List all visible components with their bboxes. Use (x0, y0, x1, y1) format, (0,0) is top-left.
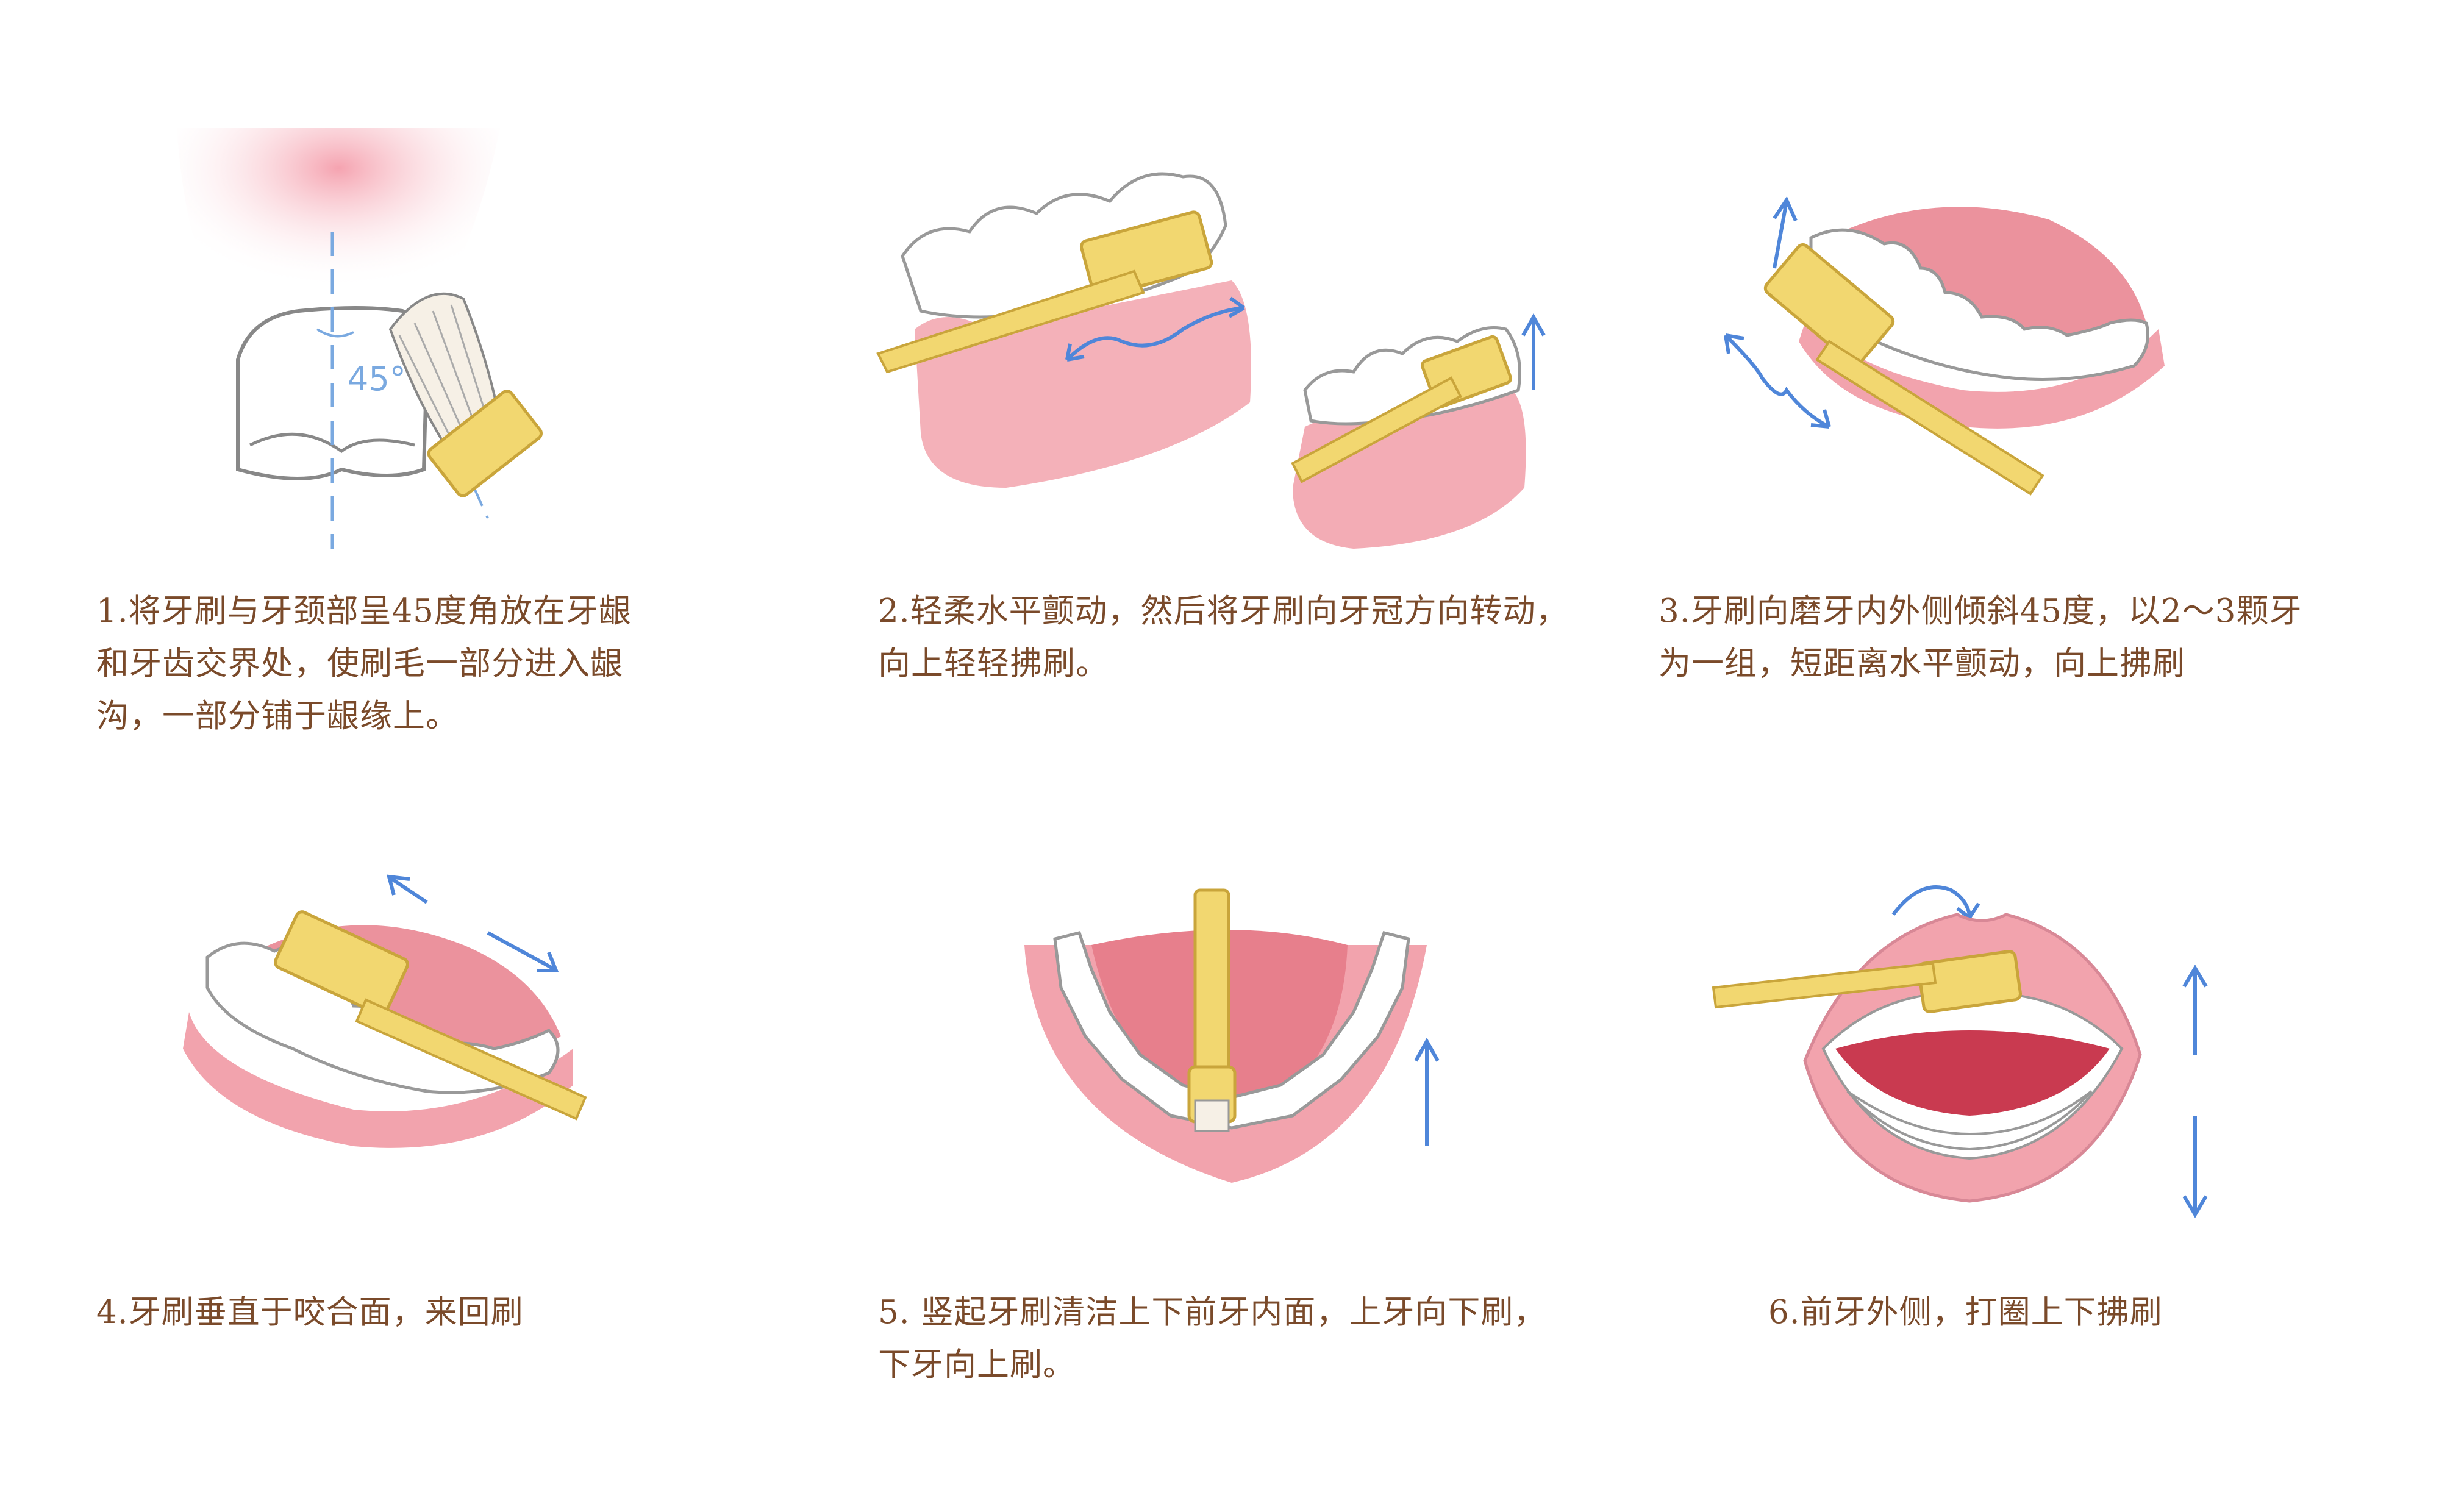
step-2-caption: 2.轻柔水平颤动，然后将牙刷向牙冠方向转动， 向上轻轻拂刷。 (878, 585, 1569, 690)
caption-line: 4.牙刷垂直于咬合面，来回刷 (96, 1294, 524, 1331)
toothbrush-icon (388, 292, 543, 497)
arrow-icon (1724, 333, 1830, 429)
caption-line: 和牙齿交界处，使刷毛一部分进入龈 (96, 645, 623, 682)
toothbrush-icon (1712, 950, 2022, 1013)
caption-line: 沟，一部分铺于龈缘上。 (96, 697, 459, 735)
caption-line: 向上轻轻拂刷。 (878, 645, 1109, 682)
gum-shape (177, 128, 500, 329)
step-4-caption: 4.牙刷垂直于咬合面，来回刷 (96, 1286, 524, 1339)
angle-label: 45° (348, 360, 406, 398)
step-5-caption: 5. 竖起牙刷清洁上下前牙内面，上牙向下刷， 下牙向上刷。 (878, 1286, 1546, 1391)
step-2-illustration (866, 146, 1561, 573)
caption-line: 下牙向上刷。 (878, 1346, 1076, 1383)
tooth-row (1053, 931, 1410, 1130)
toothbrush-icon (876, 210, 1213, 374)
caption-line: 为一组，短距离水平颤动，向上拂刷 (1659, 645, 2185, 682)
caption-line: 5. 竖起牙刷清洁上下前牙内面，上牙向下刷， (878, 1294, 1547, 1331)
caption-line: 1.将牙刷与牙颈部呈45度角放在牙龈 (96, 593, 632, 630)
caption-line: 3.牙刷向磨牙内外侧倾斜45度，以2～3颗牙 (1659, 593, 2302, 630)
angle-arc (316, 328, 354, 338)
rotate-arrow-icon (1891, 885, 1971, 916)
toothbrush-icon (274, 910, 587, 1121)
toothbrush-icon (1291, 335, 1513, 483)
arrow-icon (1065, 306, 1244, 362)
step-6-caption: 6.前牙外侧，打圈上下拂刷 (1768, 1286, 2163, 1339)
step-4-illustration (171, 866, 610, 1183)
caption-line: 6.前牙外侧，打圈上下拂刷 (1768, 1294, 2163, 1331)
arrow-icon (1773, 201, 1788, 269)
gum-arch (183, 1012, 573, 1148)
step-5-illustration (1000, 888, 1476, 1207)
step-6-illustration (1701, 847, 2226, 1238)
step-3-illustration (1707, 183, 2171, 524)
step-1-caption: 1.将牙刷与牙颈部呈45度角放在牙龈 和牙齿交界处，使刷毛一部分进入龈 沟，一部… (96, 585, 632, 743)
step-1-illustration: 45° (159, 128, 598, 555)
toothbrush-icon (1763, 243, 2044, 496)
arrow-icon (487, 931, 556, 971)
arrow-icon (389, 876, 428, 904)
caption-line: 2.轻柔水平颤动，然后将牙刷向牙冠方向转动， (878, 593, 1569, 630)
tooth-row (1809, 228, 2149, 381)
step-3-caption: 3.牙刷向磨牙内外侧倾斜45度，以2～3颗牙 为一组，短距离水平颤动，向上拂刷 (1659, 585, 2302, 690)
toothbrush-icon (1187, 888, 1237, 1132)
